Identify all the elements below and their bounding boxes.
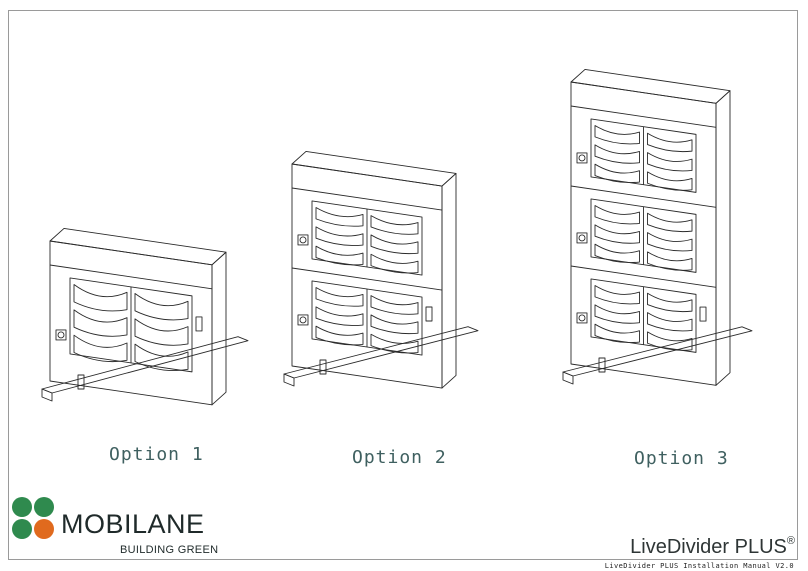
registered-mark: ® <box>786 535 795 547</box>
product-name: LiveDivider PLUS <box>630 536 787 558</box>
brand-name: MOBILANE <box>61 509 205 539</box>
option-2-caption: Option 2 <box>352 447 447 468</box>
manual-title: LiveDivider PLUS Installation Manual V2.… <box>604 562 794 570</box>
brand-tagline: BUILDING GREEN <box>120 544 219 556</box>
logo-dots-icon <box>12 497 56 541</box>
option-3-unit <box>562 68 753 386</box>
option-3-caption: Option 3 <box>634 448 729 469</box>
option-1-unit <box>41 227 249 406</box>
product-title: LiveDivider PLUS® <box>630 535 795 559</box>
mobilane-logo: MOBILANE BUILDING GREEN <box>12 497 222 559</box>
page-border <box>8 10 798 560</box>
option-1-caption: Option 1 <box>109 444 204 465</box>
option-2-unit <box>283 150 479 389</box>
